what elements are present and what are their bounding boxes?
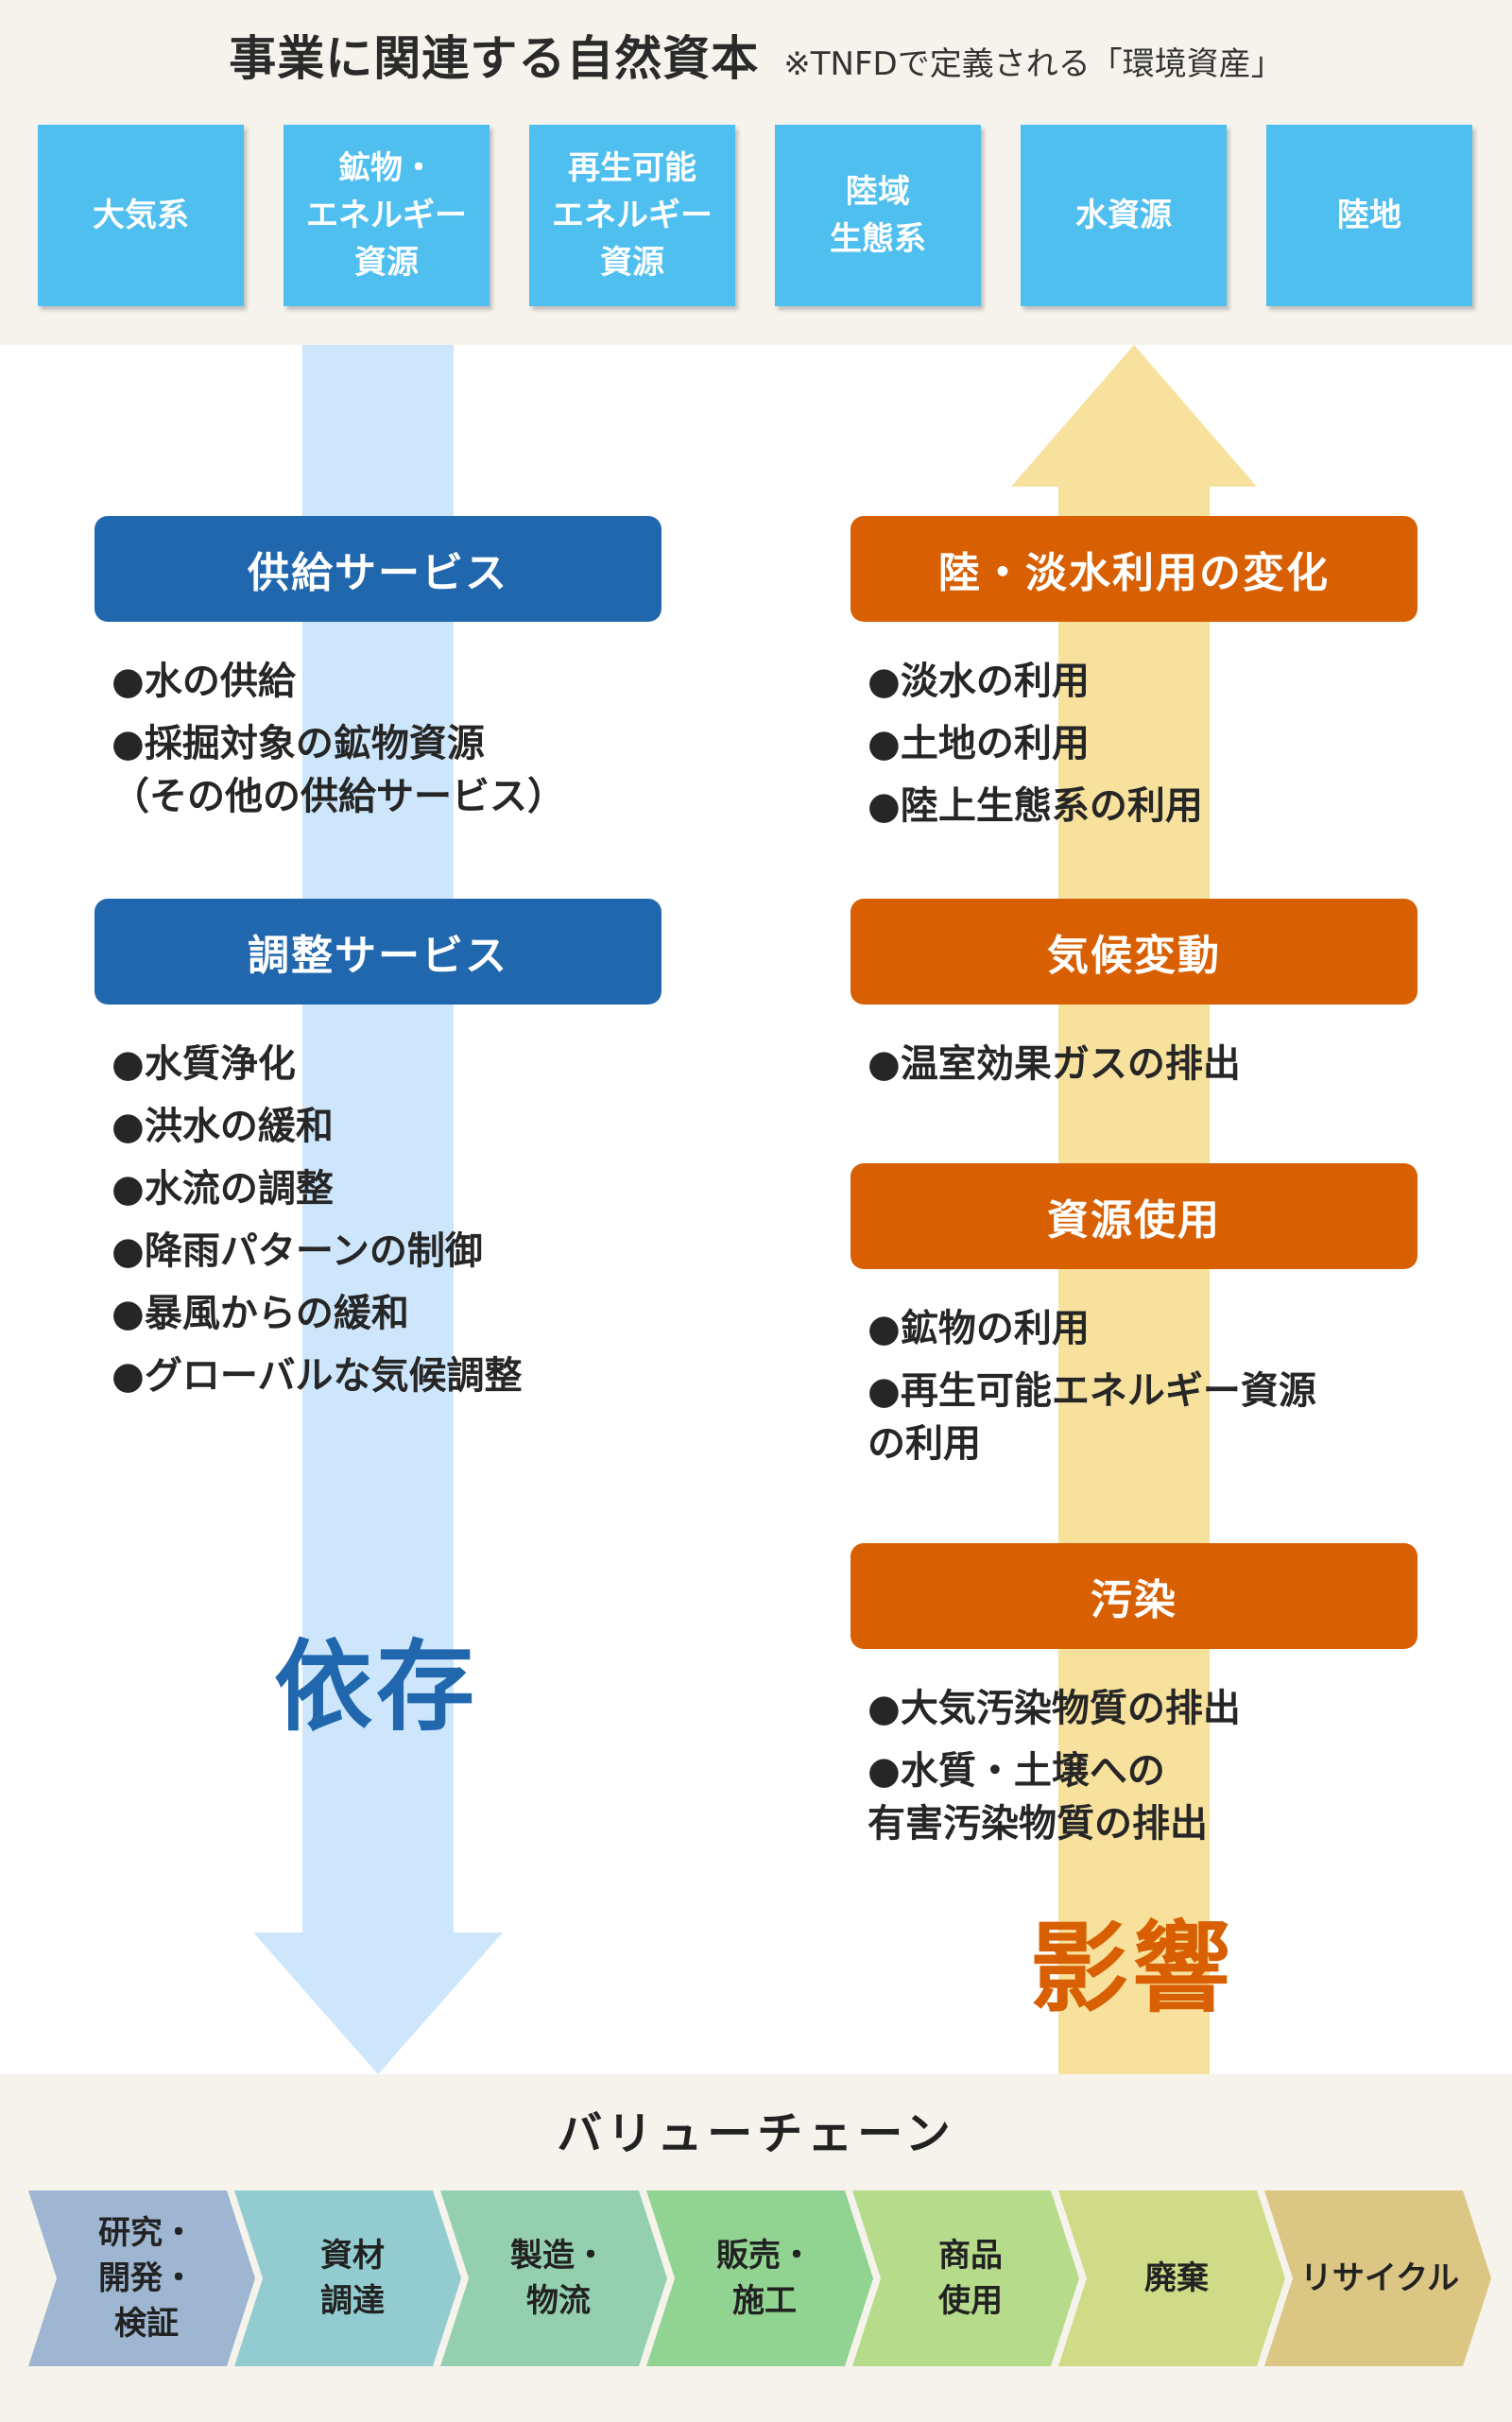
value-chain-step-label: リサイクル xyxy=(1299,2259,1460,2297)
dependency-list-regulating: ●水質浄化 ●洪水の緩和 ●水流の調整 ●降雨パターンの制御 ●暴風からの緩和 … xyxy=(112,1038,641,1412)
list-item: ●グローバルな気候調整 xyxy=(112,1354,523,1398)
capital-box-land: 陸地 xyxy=(1266,125,1472,306)
list-item: ●水流の調整 xyxy=(112,1167,334,1211)
impact-category-climate-change: 気候変動 xyxy=(850,899,1418,1005)
impact-category-land-use: 陸・淡水利用の変化 xyxy=(850,516,1418,622)
capital-box-atmosphere: 大気系 xyxy=(38,125,244,306)
list-item: ●大気汚染物質の排出 xyxy=(868,1687,1241,1730)
natural-capital-band xyxy=(0,0,1512,345)
capital-box-renewable-energy: 再生可能 エネルギー 資源 xyxy=(529,125,735,306)
capital-box-water: 水資源 xyxy=(1021,125,1227,306)
header-main-title: 事業に関連する自然資本 xyxy=(229,31,760,86)
list-item: ●土地の利用 xyxy=(868,722,1090,765)
dependency-category-provisioning: 供給サービス xyxy=(94,516,662,622)
value-chain-chevron-sales xyxy=(646,2190,873,2366)
impact-list-pollution: ●大気汚染物質の排出 ●水質・土壌への 有害汚染物質の排出 xyxy=(868,1682,1435,1860)
value-chain-step-label: 販売・ 施工 xyxy=(716,2237,813,2320)
value-chain-chevron-manufacturing xyxy=(440,2190,667,2366)
impact-category-pollution: 汚染 xyxy=(850,1543,1418,1649)
list-item: ●降雨パターンの制御 xyxy=(112,1229,483,1273)
list-item: ●水質浄化 xyxy=(112,1042,296,1086)
value-chain-chevron-research xyxy=(28,2190,255,2366)
impact-list-resource-use: ●鉱物の利用 ●再生可能エネルギー資源 の利用 xyxy=(868,1302,1435,1480)
value-chain-chevron-use xyxy=(852,2190,1079,2366)
list-item: ●採掘対象の鉱物資源 （その他の供給サービス） xyxy=(112,722,565,818)
list-item: ●鉱物の利用 xyxy=(868,1307,1090,1350)
list-item: ●水の供給 xyxy=(112,660,296,703)
list-item: ●暴風からの緩和 xyxy=(112,1292,409,1335)
value-chain-title: バリューチェーン xyxy=(557,2107,955,2160)
value-chain-step-label: 研究・ 開発・ 検証 xyxy=(98,2214,195,2343)
value-chain-step-label: 資材 調達 xyxy=(320,2237,385,2320)
impact-list-climate-change: ●温室効果ガスの排出 xyxy=(868,1038,1435,1100)
dependency-list-provisioning: ●水の供給 ●採掘対象の鉱物資源 （その他の供給サービス） xyxy=(112,655,641,833)
value-chain-chevron-recycling xyxy=(1264,2190,1491,2366)
impact-category-resource-use: 資源使用 xyxy=(850,1163,1418,1269)
list-item: ●陸上生態系の利用 xyxy=(868,784,1203,828)
capital-box-terrestrial-ecosystem: 陸域 生態系 xyxy=(775,125,981,306)
dependency-arrow xyxy=(253,345,503,2074)
value-chain-chevron-disposal xyxy=(1058,2190,1285,2366)
value-chain-step-label: 廃棄 xyxy=(1144,2259,1209,2297)
value-chain-step-label: 製造・ 物流 xyxy=(510,2237,607,2320)
impact-label: 影響 xyxy=(1030,1911,1235,2026)
dependency-label: 依存 xyxy=(274,1629,479,1744)
header-title: 事業に関連する自然資本 ※TNFDで定義される「環境資産」 xyxy=(0,21,1512,89)
impact-list-land-use: ●淡水の利用 ●土地の利用 ●陸上生態系の利用 xyxy=(868,655,1435,842)
list-item: ●温室効果ガスの排出 xyxy=(868,1042,1241,1086)
value-chain-chevron-procurement xyxy=(234,2190,461,2366)
header-note: ※TNFDで定義される「環境資産」 xyxy=(783,45,1283,83)
list-item: ●再生可能エネルギー資源 の利用 xyxy=(868,1369,1316,1466)
list-item: ●洪水の緩和 xyxy=(112,1105,334,1148)
dependency-category-regulating: 調整サービス xyxy=(94,899,662,1005)
list-item: ●水質・土壌への 有害汚染物質の排出 xyxy=(868,1749,1208,1846)
value-chain-step-label: 商品 使用 xyxy=(938,2237,1003,2320)
list-item: ●淡水の利用 xyxy=(868,660,1090,703)
capital-box-mineral-energy: 鉱物・ エネルギー 資源 xyxy=(284,125,490,306)
